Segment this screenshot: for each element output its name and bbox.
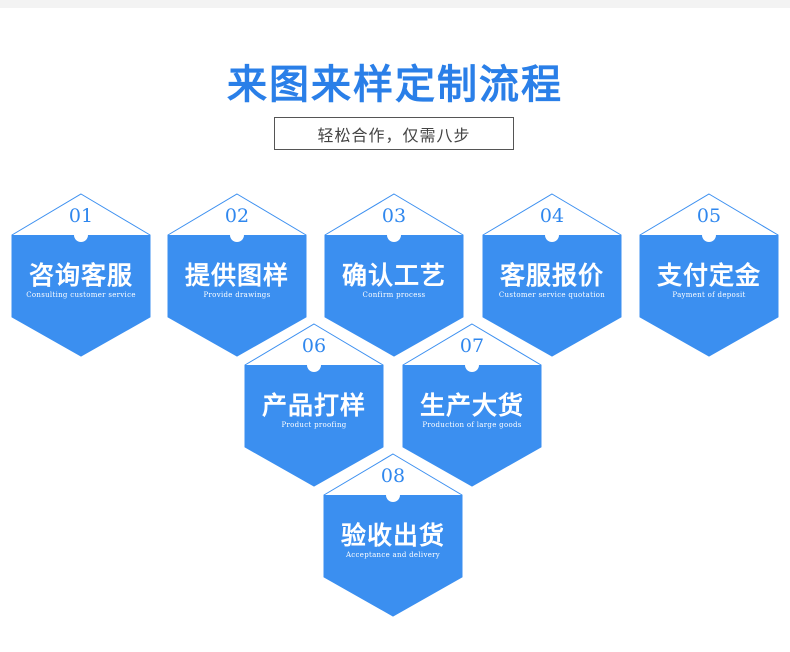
subtitle-box: 轻松合作，仅需八步 [274,117,514,150]
step-number: 01 [68,205,94,227]
step-title: 生产大货 [419,391,524,420]
step-subtitle: Production of large goods [422,421,522,429]
step-title: 咨询客服 [28,261,133,290]
page-title: 来图来样定制流程 [227,61,563,108]
step-number: 08 [380,465,406,487]
subtitle-text: 轻松合作，仅需八步 [317,125,471,145]
step-subtitle: Product proofing [281,421,347,429]
hexagon-shape [323,453,463,617]
hexagon-shape [324,193,464,357]
step-number: 03 [381,205,407,227]
hexagon-shape [639,193,779,357]
step-number: 06 [301,335,327,357]
step-number: 02 [224,205,250,227]
step-number: 07 [459,335,485,357]
hexagon-shape [482,193,622,357]
step-title: 确认工艺 [341,261,446,290]
step-subtitle: Acceptance and delivery [345,551,441,559]
step-title: 支付定金 [656,261,761,290]
step-subtitle: Provide drawings [203,291,271,299]
step-title: 提供图样 [184,261,289,290]
step-subtitle: Payment of deposit [672,291,746,299]
hexagon-shape [11,193,151,357]
step-number: 05 [696,205,722,227]
top-band [0,0,790,8]
step-subtitle: Consulting customer service [26,291,136,299]
step-subtitle: Customer service quotation [498,291,606,299]
step-title: 客服报价 [499,261,604,290]
hexagon-shape [244,323,384,487]
hexagon-shape [167,193,307,357]
step-title: 产品打样 [261,391,366,420]
step-subtitle: Confirm process [362,291,426,299]
step-title: 验收出货 [340,521,445,550]
hexagon-shape [402,323,542,487]
step-number: 04 [539,205,565,227]
